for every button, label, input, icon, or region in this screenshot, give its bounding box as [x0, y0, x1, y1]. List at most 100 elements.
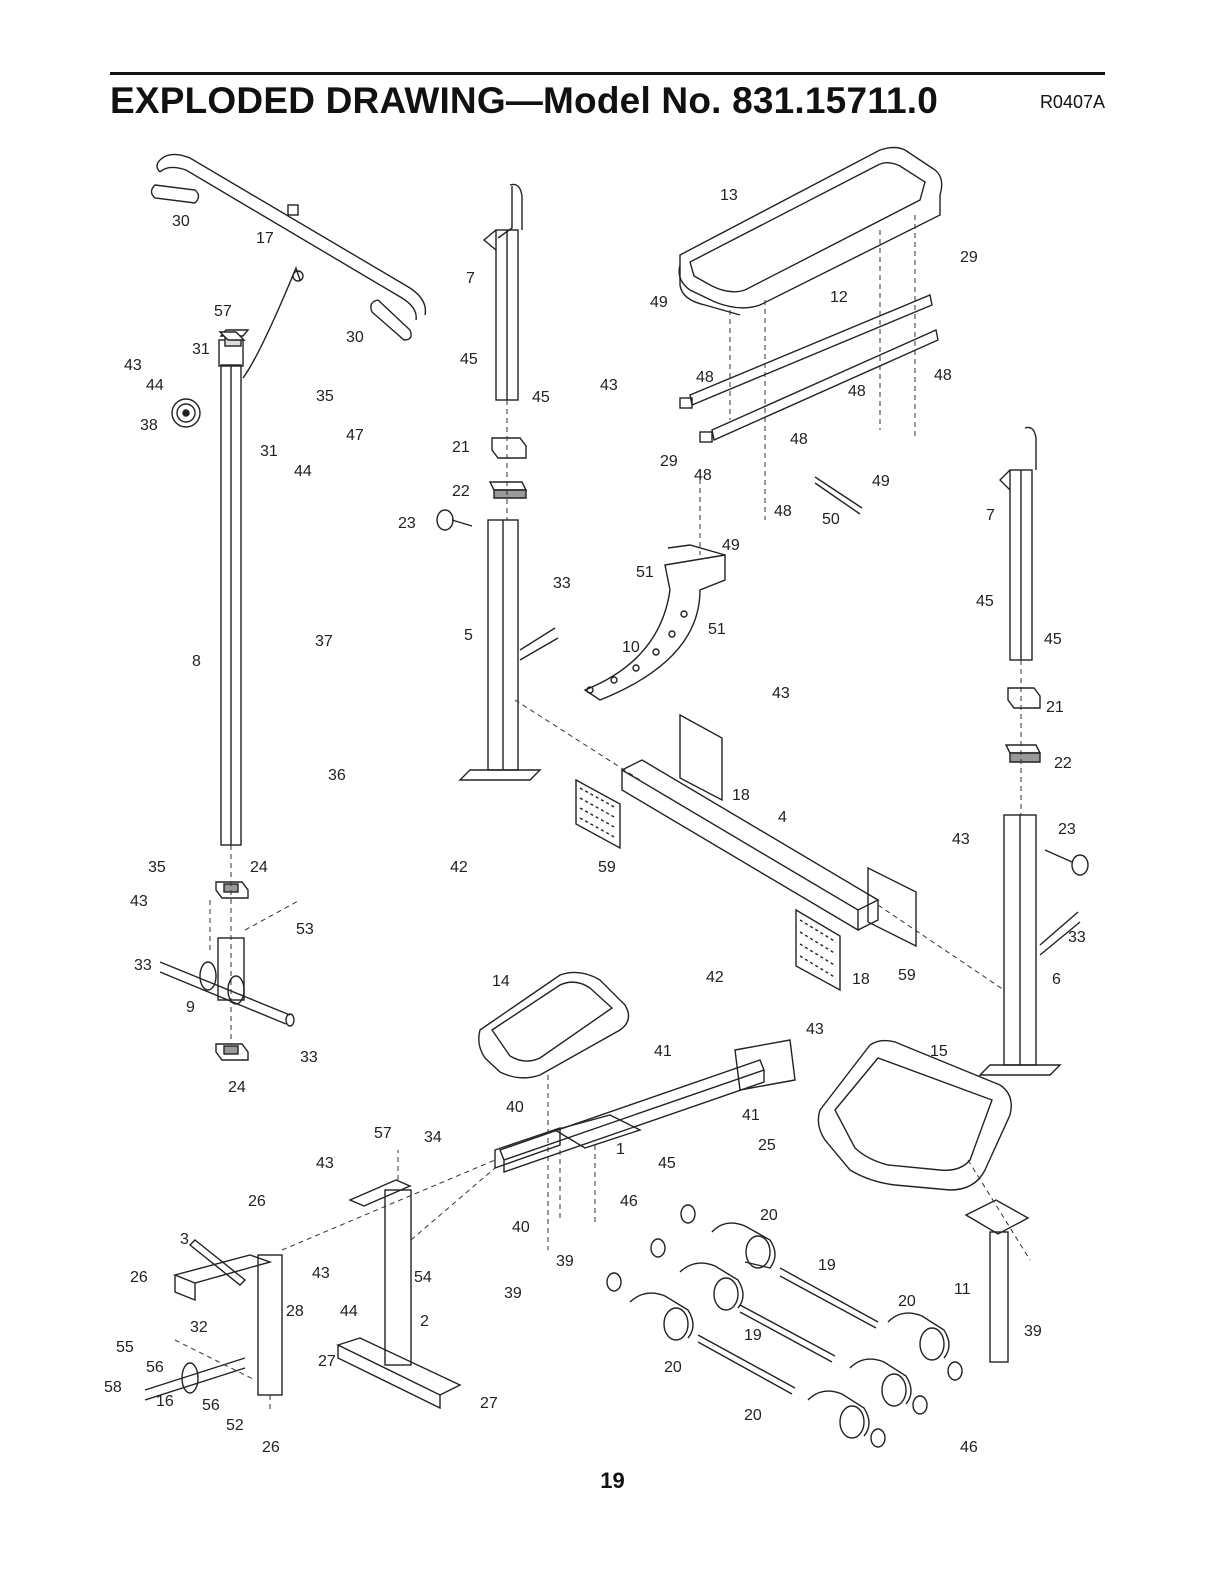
callout-48c: 48 — [934, 367, 952, 384]
callout-4: 4 — [778, 809, 787, 826]
callout-20a: 20 — [760, 1207, 778, 1224]
part-46-caps — [606, 1204, 963, 1448]
callout-21a: 21 — [452, 439, 470, 456]
callout-14: 14 — [492, 973, 510, 990]
callout-33a: 33 — [553, 575, 571, 592]
callout-49a: 49 — [650, 294, 668, 311]
part-24-cap-lower — [215, 1043, 249, 1061]
part-22-insert-center — [488, 481, 528, 499]
part-20-roller-c — [629, 1292, 694, 1341]
drawing-code: R0407A — [1039, 92, 1105, 112]
callout-18a: 18 — [732, 787, 750, 804]
callout-26a: 26 — [248, 1193, 266, 1210]
callout-23b: 23 — [1058, 821, 1076, 838]
part-30-grip-right — [370, 299, 412, 341]
callout-45d: 45 — [1044, 631, 1062, 648]
part-6-upright — [978, 814, 1081, 1076]
part-22-insert-right — [1004, 744, 1042, 763]
callout-43c: 43 — [772, 685, 790, 702]
part-30-grip-left — [150, 184, 200, 204]
part-17-handle-bar — [156, 153, 427, 321]
callout-43a: 43 — [124, 357, 142, 374]
callout-42a: 42 — [450, 859, 468, 876]
callout-41a: 41 — [654, 1043, 672, 1060]
part-12-rails — [679, 294, 939, 443]
part-10-curved-bracket — [583, 544, 726, 701]
callout-29a: 29 — [960, 249, 978, 266]
callout-51a: 51 — [636, 564, 654, 581]
page-number: 19 — [600, 1468, 625, 1493]
callout-24b: 24 — [228, 1079, 246, 1096]
part-24-cap-upper — [215, 881, 249, 899]
callout-56b: 56 — [202, 1397, 220, 1414]
callout-22a: 22 — [452, 483, 470, 500]
part-16-shaft — [144, 1357, 246, 1401]
callout-46a: 46 — [620, 1193, 638, 1210]
callout-33b: 33 — [1068, 929, 1086, 946]
callout-49c: 49 — [722, 537, 740, 554]
callout-19b: 19 — [744, 1327, 762, 1344]
part-20-roller-f — [807, 1390, 870, 1439]
callout-43g: 43 — [316, 1155, 334, 1172]
part-7-upright-center — [482, 183, 523, 401]
callout-43b: 43 — [600, 377, 618, 394]
callout-47: 47 — [346, 427, 364, 444]
callout-36: 36 — [328, 767, 346, 784]
callout-44a: 44 — [146, 377, 164, 394]
page-header: EXPLODED DRAWING—Model No. 831.15711.0 R… — [110, 72, 1105, 122]
callout-20c: 20 — [664, 1359, 682, 1376]
callout-48b: 48 — [848, 383, 866, 400]
callout-10: 10 — [622, 639, 640, 656]
part-8-upright — [218, 329, 250, 846]
callout-7b: 7 — [986, 507, 995, 524]
callout-2: 2 — [420, 1313, 429, 1330]
callout-54: 54 — [414, 1269, 432, 1286]
callout-38: 38 — [140, 417, 158, 434]
callout-17: 17 — [256, 230, 274, 247]
callout-29b: 29 — [660, 453, 678, 470]
callout-12: 12 — [830, 289, 848, 306]
part-1-frame — [494, 1039, 796, 1173]
callout-26b: 26 — [130, 1269, 148, 1286]
callout-26c: 26 — [262, 1439, 280, 1456]
callout-13: 13 — [720, 187, 738, 204]
callout-9: 9 — [186, 999, 195, 1016]
part-9-sleeve — [159, 937, 295, 1027]
part-21-cap-center — [491, 437, 527, 459]
part-20-roller-a — [711, 1222, 776, 1269]
callout-45c: 45 — [976, 593, 994, 610]
callout-57b: 57 — [374, 1125, 392, 1142]
callout-39c: 39 — [1024, 1323, 1042, 1340]
part-20-roller-b — [679, 1262, 744, 1311]
callout-27b: 27 — [480, 1395, 498, 1412]
callout-59a: 59 — [598, 859, 616, 876]
callout-21b: 21 — [1046, 699, 1064, 716]
callout-58: 58 — [104, 1379, 122, 1396]
callout-43f: 43 — [806, 1021, 824, 1038]
callout-27a: 27 — [318, 1353, 336, 1370]
callout-11: 11 — [954, 1281, 971, 1298]
callout-55: 55 — [116, 1339, 134, 1356]
callout-59b: 59 — [898, 967, 916, 984]
part-23-knob-center — [436, 509, 473, 531]
callout-30: 30 — [172, 213, 190, 230]
part-14-seat — [478, 971, 630, 1079]
callout-44c: 44 — [340, 1303, 358, 1320]
callout-45b: 45 — [532, 389, 550, 406]
part-19-rods — [697, 1267, 879, 1395]
callout-22b: 22 — [1054, 755, 1072, 772]
callout-3: 3 — [180, 1231, 189, 1248]
callout-28: 28 — [286, 1303, 304, 1320]
part-2-base — [336, 1179, 462, 1410]
callout-20b: 20 — [898, 1293, 916, 1310]
part-35-cable — [242, 265, 304, 379]
callout-48f: 48 — [774, 503, 792, 520]
callout-20d: 20 — [744, 1407, 762, 1424]
callout-19a: 19 — [818, 1257, 836, 1274]
callout-35a: 35 — [316, 388, 334, 405]
callout-18b: 18 — [852, 971, 870, 988]
part-50-rod — [814, 476, 863, 515]
header-rule — [110, 72, 1105, 75]
callout-39a: 39 — [556, 1253, 574, 1270]
part-20-roller-d — [887, 1312, 950, 1361]
